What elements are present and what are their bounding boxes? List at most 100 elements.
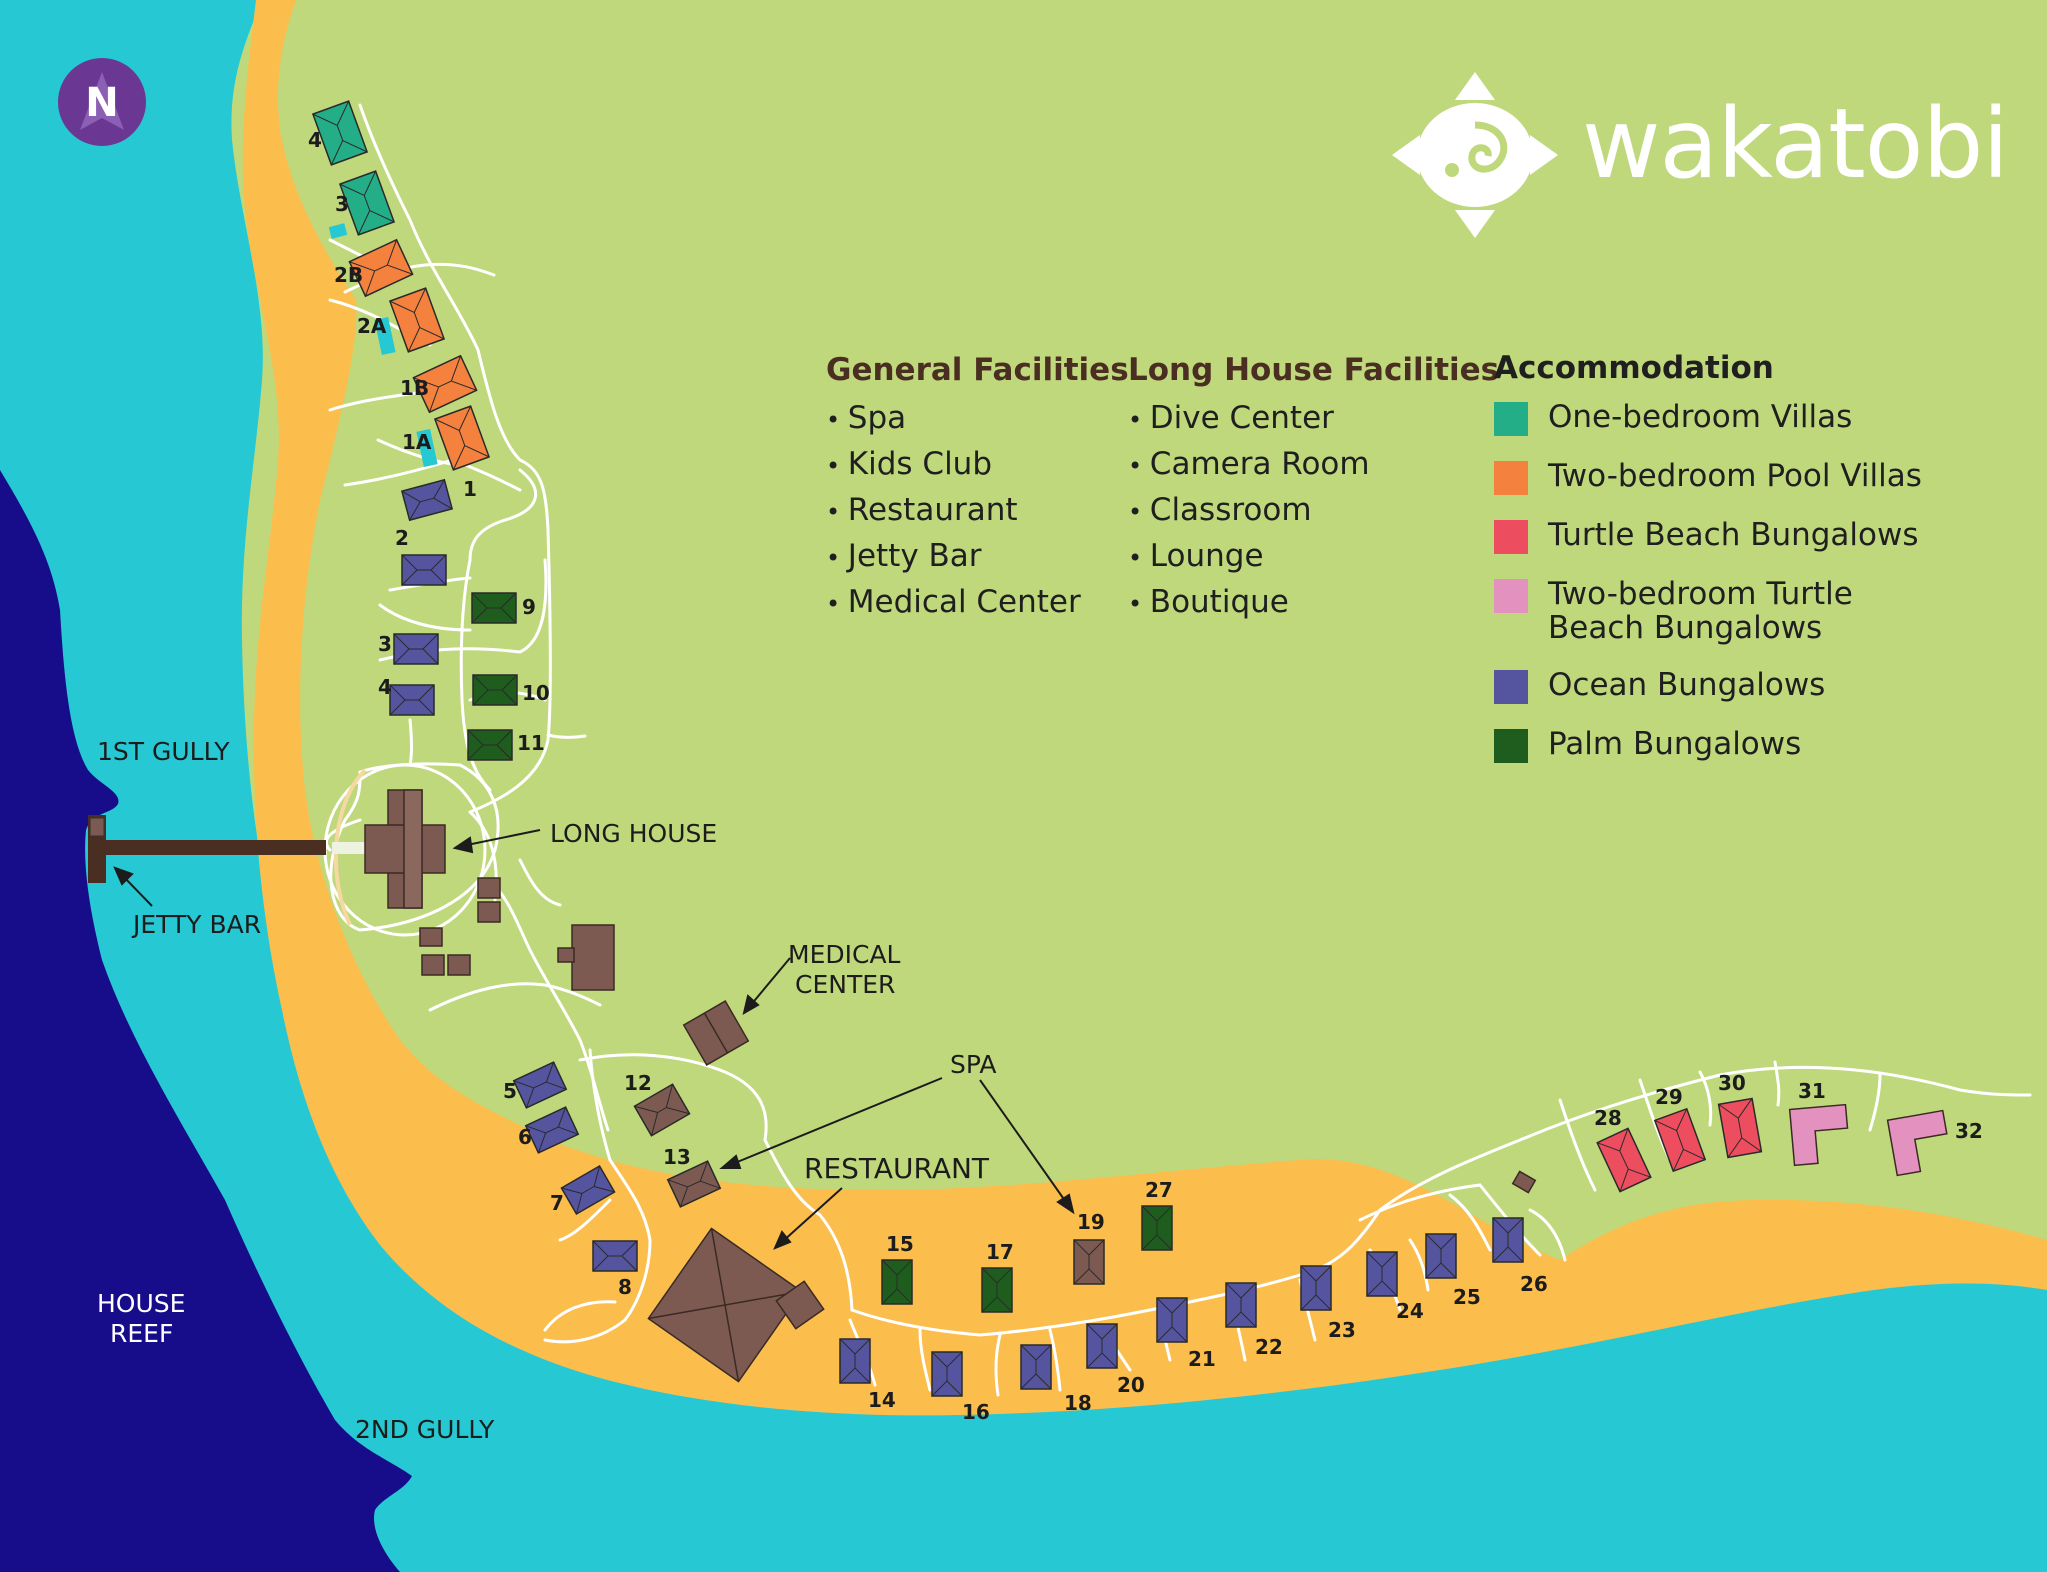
unit-roof <box>1788 1103 1849 1167</box>
roof-ridge <box>931 1351 948 1368</box>
label-house-reef-1: HOUSE <box>97 1289 185 1318</box>
label-medical-center-1: MEDICAL <box>788 940 901 969</box>
roof-ridge <box>1156 1326 1173 1343</box>
unit-building <box>401 554 447 586</box>
unit-number: 5 <box>503 1079 517 1103</box>
unit-building <box>433 405 491 471</box>
unit-building <box>338 170 396 236</box>
unit-palm-bungalows-17[interactable]: 17 <box>981 1240 1014 1313</box>
unit-two-bedroom-pool-villas-2A[interactable]: 2A <box>357 287 446 353</box>
roof-ridge <box>1425 1233 1442 1250</box>
legend-item-two-bedroom-pool-villas: Two-bedroom Pool Villas <box>1494 459 2014 495</box>
unit-turtle-beach-bungalows-30[interactable]: 30 <box>1717 1071 1763 1159</box>
unit-building <box>467 729 513 761</box>
unit-ocean-bungalows-16[interactable]: 16 <box>931 1351 990 1424</box>
roof-ridge <box>342 140 368 153</box>
label-jetty-bar: JETTY BAR <box>131 910 261 939</box>
unit-ocean-bungalows-25[interactable]: 25 <box>1425 1233 1481 1309</box>
unit-ocean-bungalows-3[interactable]: 3 <box>378 632 439 665</box>
unit-spa-rooms-19[interactable]: 19 <box>1073 1210 1105 1285</box>
unit-two-bedroom-pool-villas-2B[interactable]: 2B <box>334 238 414 298</box>
unit-palm-bungalows-10[interactable]: 10 <box>472 674 550 706</box>
roof-ridge <box>1020 1373 1037 1390</box>
long-house-annex <box>419 877 615 991</box>
unit-turtle-beach-bungalows-29[interactable]: 29 <box>1653 1085 1707 1173</box>
unit-palm-bungalows-11[interactable]: 11 <box>467 729 545 761</box>
unit-number: 11 <box>517 731 545 755</box>
unit-number: 27 <box>1145 1178 1173 1202</box>
roof-ridge <box>389 684 406 701</box>
roof-ridge <box>430 569 447 586</box>
roof-ridge <box>418 699 435 716</box>
unit-ocean-bungalows-7[interactable]: 7 <box>550 1164 616 1216</box>
unit-building <box>1717 1097 1763 1159</box>
unit-ocean-bungalows-4[interactable]: 4 <box>378 675 435 716</box>
roof-ridge <box>561 1187 583 1194</box>
roof-ridge <box>1676 1108 1688 1131</box>
unit-spa-rooms-12[interactable]: 12 <box>624 1071 691 1137</box>
general-facility-item: Jetty Bar <box>826 534 1129 580</box>
unit-ocean-bungalows-6[interactable]: 6 <box>518 1106 580 1154</box>
unit-ocean-bungalows-23[interactable]: 23 <box>1300 1265 1356 1342</box>
unit-ocean-bungalows-20[interactable]: 20 <box>1086 1323 1145 1397</box>
accommodation-title: Accommodation <box>1494 350 1774 386</box>
legend-label: One-bedroom Villas <box>1548 399 1853 435</box>
unit-two-bedroom-turtle-beach-bungalows-32[interactable]: 32 <box>1886 1109 1983 1177</box>
unit-building <box>1492 1217 1524 1263</box>
unit-two-bedroom-turtle-beach-bungalows-31[interactable]: 31 <box>1788 1079 1851 1167</box>
unit-ocean-bungalows-1[interactable]: 1 <box>400 477 477 522</box>
roof-ridge <box>393 648 410 665</box>
roof-ridge <box>1315 1265 1332 1282</box>
unit-ocean-bungalows-24[interactable]: 24 <box>1366 1251 1424 1323</box>
roof-ridge <box>330 140 344 166</box>
general-facility-item: Kids Club <box>826 442 1129 488</box>
unit-palm-bungalows-9[interactable]: 9 <box>471 592 536 624</box>
roof-ridge <box>336 125 344 141</box>
unit-ocean-bungalows-8[interactable]: 8 <box>592 1240 638 1299</box>
unit-ocean-bungalows-21[interactable]: 21 <box>1156 1297 1216 1371</box>
unit-ocean-bungalows-26[interactable]: 26 <box>1492 1217 1548 1296</box>
label-restaurant: RESTAURANT <box>804 1152 990 1185</box>
roof-ridge <box>525 1125 546 1134</box>
label-spa: SPA <box>950 1050 996 1079</box>
roof-ridge <box>349 261 375 272</box>
roof-ridge <box>1101 1352 1118 1369</box>
roof-ridge <box>537 1132 547 1154</box>
unit-two-bedroom-pool-villas-1A[interactable]: 1A <box>402 405 491 471</box>
unit-one-bedroom-villas-4[interactable]: 4 <box>308 100 369 166</box>
roof-ridge <box>946 1380 963 1397</box>
unit-building <box>1020 1344 1052 1390</box>
long-house-facility-item: Camera Room <box>1128 442 1499 488</box>
unit-palm-bungalows-27[interactable]: 27 <box>1141 1178 1173 1251</box>
unit-spa-rooms-13[interactable]: 13 <box>663 1145 722 1208</box>
unit-two-bedroom-pool-villas-1B[interactable]: 1B <box>400 354 478 414</box>
jetty-walk <box>332 842 366 854</box>
unit-turtle-beach-bungalows-28[interactable]: 28 <box>1594 1106 1652 1193</box>
label-second-gully: 2ND GULLY <box>355 1415 495 1444</box>
unit-one-bedroom-villas-3[interactable]: 3 <box>335 170 396 236</box>
legend-swatch <box>1494 670 1528 704</box>
small-building <box>1511 1170 1537 1194</box>
unit-palm-bungalows-15[interactable]: 15 <box>881 1232 914 1305</box>
unit-number: 8 <box>618 1275 632 1299</box>
legend-swatch <box>1494 402 1528 436</box>
roof-ridge <box>458 430 466 446</box>
roof-ridge <box>430 554 447 571</box>
roof-ridge <box>422 633 439 650</box>
roof-ridge <box>472 689 489 706</box>
roof-ridge <box>1073 1268 1090 1285</box>
roof-ridge <box>452 445 466 471</box>
roof-ridge <box>451 380 477 391</box>
unit-ocean-bungalows-22[interactable]: 22 <box>1225 1282 1283 1359</box>
roof-ridge <box>393 633 410 650</box>
roof-ridge <box>363 195 371 211</box>
unit-ocean-bungalows-14[interactable]: 14 <box>839 1338 896 1412</box>
legend-item-palm-bungalows: Palm Bungalows <box>1494 727 2014 763</box>
beach-sand <box>242 0 2047 1416</box>
legend-label: Two-bedroom Pool Villas <box>1548 458 1922 494</box>
legend-label: Ocean Bungalows <box>1548 667 1826 703</box>
unit-ocean-bungalows-2[interactable]: 2 <box>395 526 447 586</box>
unit-ocean-bungalows-5[interactable]: 5 <box>503 1061 568 1109</box>
unit-building <box>393 633 439 665</box>
unit-ocean-bungalows-18[interactable]: 18 <box>1020 1344 1092 1415</box>
